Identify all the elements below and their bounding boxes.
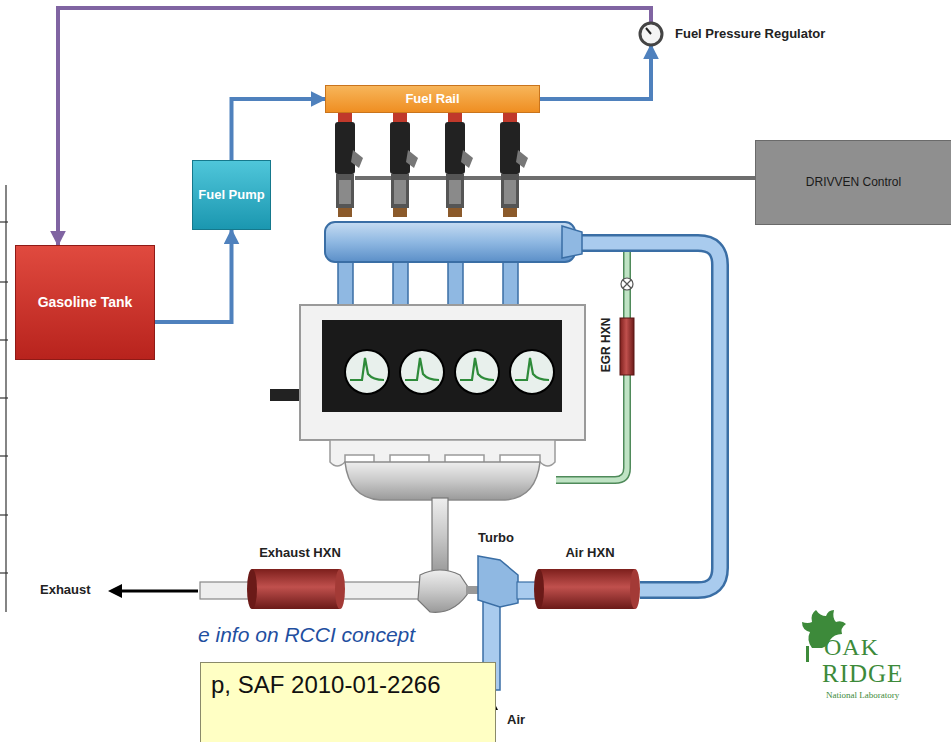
turbocharger (418, 556, 543, 690)
fuel-rail: Fuel Rail (325, 85, 540, 113)
oak-leaf-logo (802, 610, 846, 662)
fuel-line (232, 99, 326, 160)
control-wire (355, 176, 756, 180)
fuel-pump: Fuel Pump (192, 160, 271, 230)
pressure-regulator: Fuel Pressure Regulator (637, 18, 825, 48)
axis-fragment (0, 185, 8, 612)
node-label: Fuel Pressure Regulator (675, 26, 825, 41)
heat-exchanger-body (531, 565, 641, 615)
exhaust-arrow (118, 590, 198, 593)
node-label: p, SAF 2010-01-2266 (201, 663, 495, 699)
air-arrow (490, 706, 493, 740)
heat-exchanger-body (246, 565, 346, 615)
control-unit: DRIVVEN Control (755, 140, 951, 225)
node-label: Fuel Rail (401, 91, 463, 107)
air-label: Air (507, 712, 525, 727)
fuel-injectors (335, 112, 528, 217)
gasoline-tank: Gasoline Tank (15, 245, 155, 360)
intake-manifold (325, 222, 575, 262)
node-label: Exhaust HXN (246, 545, 354, 563)
fuel-line (155, 230, 232, 322)
air-heat-exchanger: Air HXN (531, 545, 649, 613)
exhaust-pipe (200, 582, 440, 599)
air-arrowhead (484, 696, 498, 710)
exhaust-label: Exhaust (40, 582, 91, 597)
logo-text: OAK (824, 634, 879, 661)
manifold-outlet (562, 226, 582, 258)
engine (270, 305, 585, 500)
node-label: Fuel Pump (194, 187, 268, 203)
fuel-line (540, 45, 651, 99)
node-label: EGR HXN (599, 318, 613, 373)
egr-heat-exchanger: EGR HXN (596, 305, 640, 385)
node-label: Air HXN (531, 545, 649, 563)
note-text: e info on RCCI concept (198, 623, 415, 647)
turbo-label: Turbo (464, 530, 528, 550)
fuel-line (58, 8, 651, 245)
heat-exchanger-body (596, 305, 640, 385)
logo-text: RIDGE (822, 660, 903, 688)
node-label: DRIVVEN Control (802, 175, 905, 190)
exhaust-downpipe (432, 498, 448, 573)
node-label: Gasoline Tank (34, 294, 137, 312)
gauge-symbol (637, 19, 665, 47)
reference-box: p, SAF 2010-01-2266 (200, 662, 496, 742)
logo-subtext: National Laboratory (826, 690, 899, 700)
exhaust-heat-exchanger: Exhaust HXN (246, 545, 354, 613)
node-label: Turbo (464, 530, 528, 545)
exhaust-arrowhead (108, 584, 122, 598)
